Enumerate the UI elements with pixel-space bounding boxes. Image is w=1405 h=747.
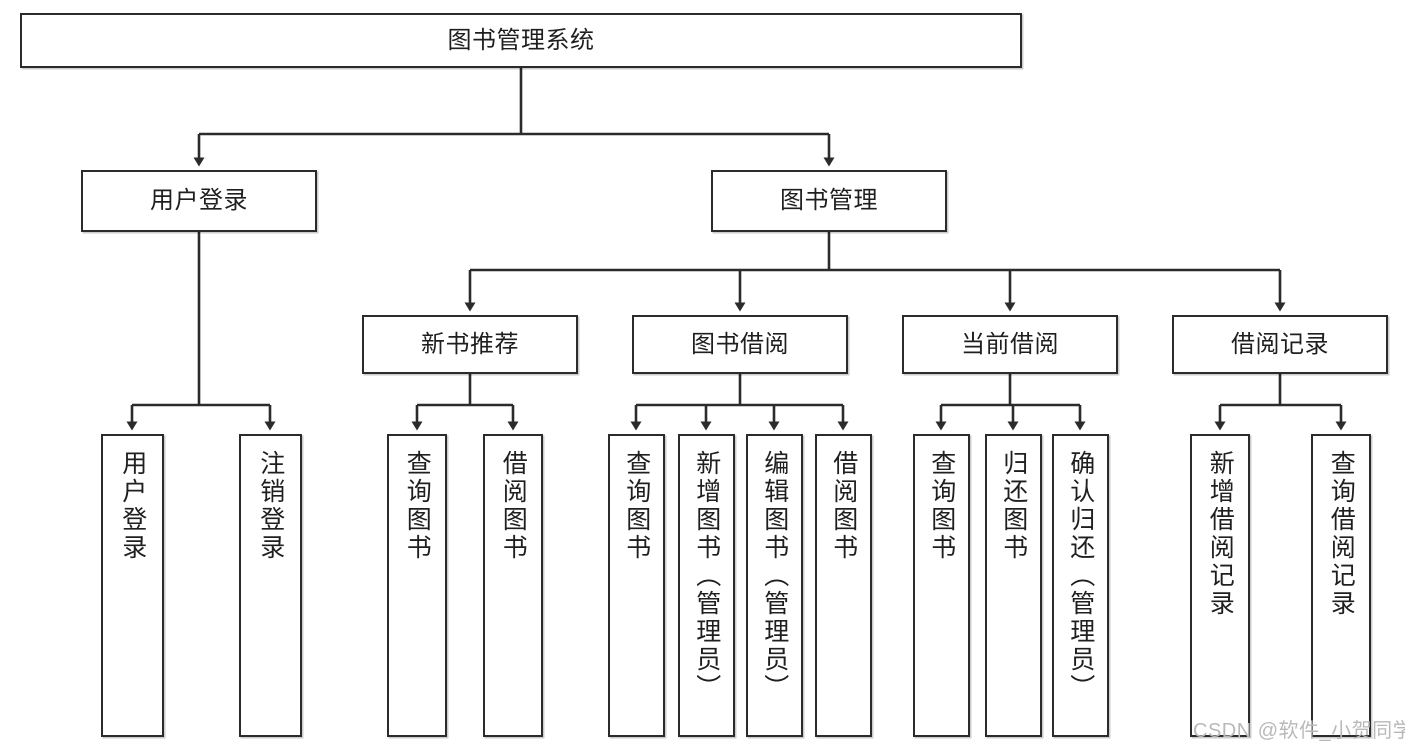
node-leaf-query-borrow-record-label: 查询借阅记录 <box>1327 450 1356 618</box>
node-leaf-edit-book-admin[interactable]: 编辑图书（管理员） <box>746 434 803 737</box>
node-leaf-query-book-3[interactable]: 查询图书 <box>913 434 970 737</box>
node-leaf-add-book-admin-label: 新增图书（管理员） <box>692 450 721 702</box>
node-current-borrow-label: 当前借阅 <box>961 330 1059 358</box>
node-root[interactable]: 图书管理系统 <box>20 13 1022 68</box>
node-leaf-edit-book-admin-label: 编辑图书（管理员） <box>760 450 789 702</box>
node-leaf-user-login-label: 用户登录 <box>118 450 147 562</box>
node-leaf-query-book-1-label: 查询图书 <box>403 450 432 562</box>
node-current-borrow[interactable]: 当前借阅 <box>902 315 1118 374</box>
node-leaf-query-book-3-label: 查询图书 <box>927 450 956 562</box>
node-book-manage-label: 图书管理 <box>780 187 878 215</box>
csdn-watermark: CSDN @软件_小贺同学 <box>1193 720 1405 742</box>
node-leaf-return-book-label: 归还图书 <box>999 450 1028 562</box>
node-book-borrow-label: 图书借阅 <box>691 330 789 358</box>
node-book-borrow[interactable]: 图书借阅 <box>632 315 848 374</box>
node-new-book-rec[interactable]: 新书推荐 <box>362 315 578 374</box>
node-leaf-return-book[interactable]: 归还图书 <box>985 434 1042 737</box>
node-root-label: 图书管理系统 <box>447 26 595 54</box>
node-borrow-record-label: 借阅记录 <box>1231 330 1329 358</box>
node-borrow-record[interactable]: 借阅记录 <box>1172 315 1388 374</box>
node-leaf-user-login[interactable]: 用户登录 <box>101 434 164 737</box>
node-leaf-borrow-book-1[interactable]: 借阅图书 <box>483 434 543 737</box>
node-leaf-query-book-2-label: 查询图书 <box>622 450 651 562</box>
node-leaf-user-logout-label: 注销登录 <box>256 450 285 562</box>
node-book-manage[interactable]: 图书管理 <box>711 170 947 232</box>
node-leaf-user-logout[interactable]: 注销登录 <box>239 434 302 737</box>
node-leaf-borrow-book-2-label: 借阅图书 <box>829 450 858 562</box>
node-leaf-borrow-book-2[interactable]: 借阅图书 <box>815 434 872 737</box>
node-leaf-query-borrow-record[interactable]: 查询借阅记录 <box>1311 434 1371 737</box>
node-leaf-add-book-admin[interactable]: 新增图书（管理员） <box>678 434 735 737</box>
node-leaf-query-book-1[interactable]: 查询图书 <box>387 434 447 737</box>
node-user-login-label: 用户登录 <box>150 187 248 215</box>
node-leaf-confirm-return-admin[interactable]: 确认归还（管理员） <box>1052 434 1109 737</box>
node-leaf-borrow-book-1-label: 借阅图书 <box>499 450 528 562</box>
node-new-book-rec-label: 新书推荐 <box>421 330 519 358</box>
node-leaf-confirm-return-admin-label: 确认归还（管理员） <box>1066 450 1095 702</box>
node-user-login[interactable]: 用户登录 <box>81 170 317 232</box>
node-leaf-query-book-2[interactable]: 查询图书 <box>608 434 665 737</box>
node-leaf-add-borrow-record[interactable]: 新增借阅记录 <box>1190 434 1250 737</box>
node-leaf-add-borrow-record-label: 新增借阅记录 <box>1206 450 1235 618</box>
